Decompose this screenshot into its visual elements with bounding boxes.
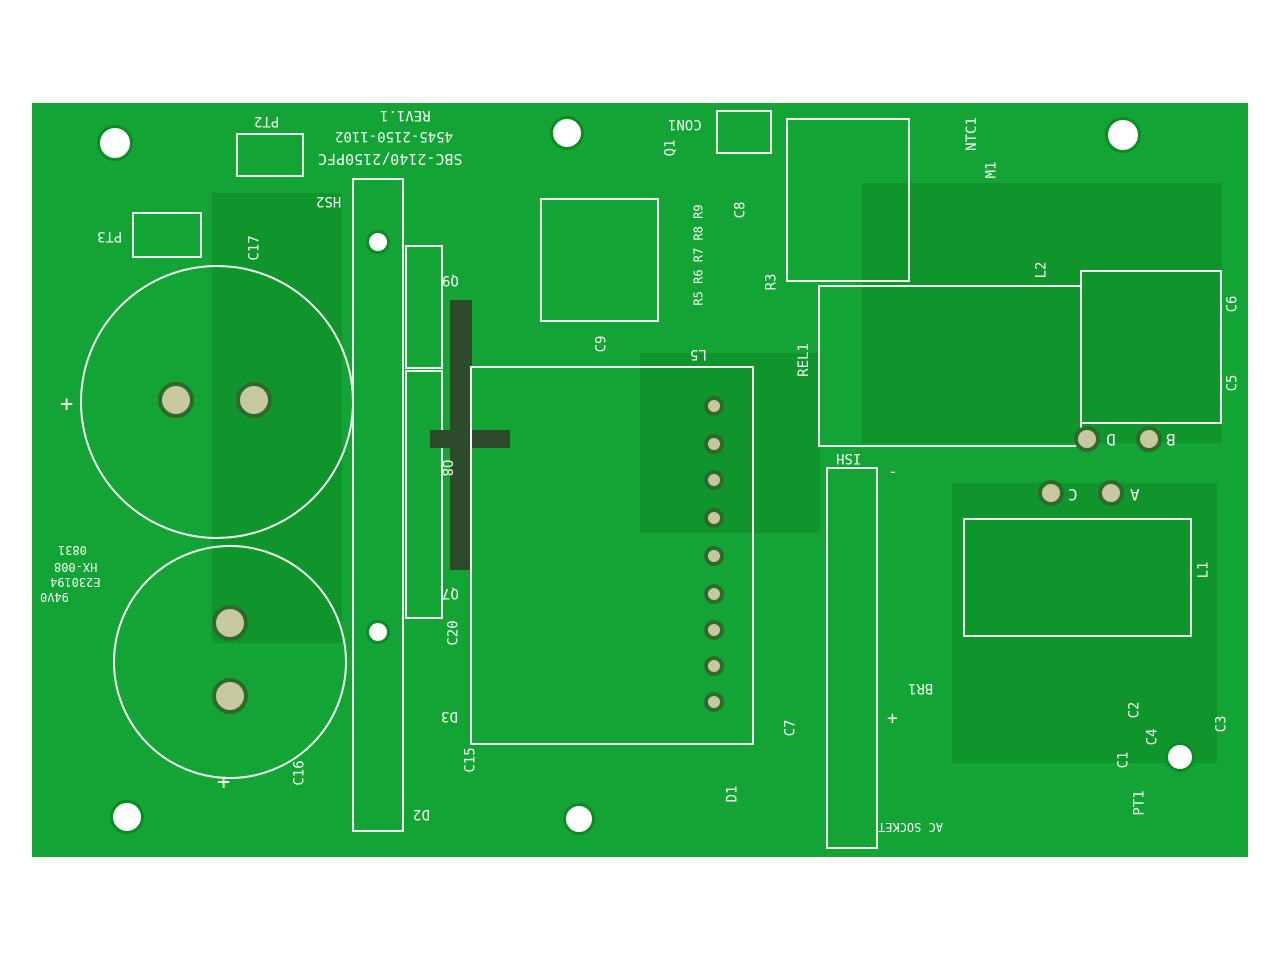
label-a: A [1130,485,1140,504]
copper-zone [862,183,1222,443]
label-con1: CON1 [668,116,702,132]
label-l5: L5 [690,346,707,362]
board-model: SBC-2140/2150PFC [318,150,463,168]
pad [704,470,724,490]
pad [158,382,194,418]
label-d1: D1 [724,785,741,803]
label-c7: C7 [782,719,799,737]
pad [704,620,724,640]
label-c15: C15 [462,747,479,773]
label-q7: Q7 [442,585,459,601]
label-l2: L2 [1033,261,1050,279]
label-q9: Q9 [442,272,459,288]
copper-zone [952,483,1217,763]
label-ac-socket: AC SOCKET [878,820,944,834]
label-pt1: PT1 [1131,790,1148,816]
label-rel1: REL1 [795,343,812,377]
c5-c6-outline [1080,270,1222,424]
label-c20: C20 [445,620,462,646]
ntc-area-outline [786,118,910,282]
label-q8: Q8 [438,459,455,477]
mounting-hole [1165,742,1195,772]
c17-outline [80,265,354,539]
label-r3: R3 [763,273,780,291]
label-b: B [1166,430,1176,449]
pad [704,692,724,712]
label-hs2: HS2 [316,193,342,209]
polarity-plus: + [60,392,74,417]
copper-zone [640,353,820,533]
polarity-plus: + [217,770,231,795]
con1-outline [716,110,772,154]
board-revision: REV1.1 [380,107,431,123]
q8-q7-outline [405,370,443,619]
label-c8: C8 [732,201,749,219]
hole [366,620,390,644]
l1-outline [963,518,1192,637]
q9-outline [405,245,443,369]
pad [212,605,248,641]
pad [236,382,272,418]
ish-heatsink-outline [826,467,878,849]
label-d: D [1106,430,1116,449]
pad [704,434,724,454]
label-d2: D2 [413,806,430,822]
date-code: 0831 [58,543,87,557]
mounting-hole [550,116,584,150]
label-ntc1: NTC1 [963,117,980,151]
hole [366,230,390,254]
label-c9: C9 [593,335,610,353]
label-c: C [1068,485,1078,504]
label-c3: C3 [1213,715,1230,733]
pad [212,678,248,714]
label-c16: C16 [291,760,308,786]
label-pt3: PT3 [97,228,123,244]
pad [704,546,724,566]
hs2-outline [352,178,404,832]
label-br1: BR1 [908,680,934,696]
rel1-outline [818,285,1082,447]
label-m1: M1 [983,161,1000,179]
label-c17: C17 [246,235,263,261]
label-pt2: PT2 [254,113,280,129]
c16-outline [113,545,347,779]
pad [1038,480,1064,506]
pad [1074,426,1100,452]
pad [1098,480,1124,506]
label-l1: L1 [1195,561,1212,579]
label-c5: C5 [1224,374,1241,392]
br1-plus: + [887,708,898,729]
mounting-hole [1105,117,1141,153]
pad [1136,426,1162,452]
pad [704,584,724,604]
pt2-outline [236,133,304,177]
pad [704,656,724,676]
label-d3: D3 [441,708,458,724]
pad [704,508,724,528]
resistor-array-outline [540,198,659,322]
label-c4: C4 [1144,728,1161,746]
label-c1: C1 [1115,751,1132,769]
flammability-rating: 94V0 [40,590,69,604]
ul-file-number: E230194 [50,575,101,589]
label-c6: C6 [1224,295,1241,313]
mounting-hole [563,803,595,835]
label-q1: Q1 [662,139,679,157]
br1-minus: - [888,462,898,481]
pad [704,396,724,416]
pt3-outline [132,212,202,258]
model-marking: HX-008 [54,560,98,574]
board-part-number: 4545-2150-1102 [335,128,454,144]
label-c2: C2 [1126,701,1143,719]
mounting-hole [97,125,133,161]
label-ish: ISH [836,450,862,466]
label-r5-r9: R5 R6 R7 R8 R9 [691,204,706,306]
l5-outline [470,366,754,745]
mounting-hole [110,800,144,834]
